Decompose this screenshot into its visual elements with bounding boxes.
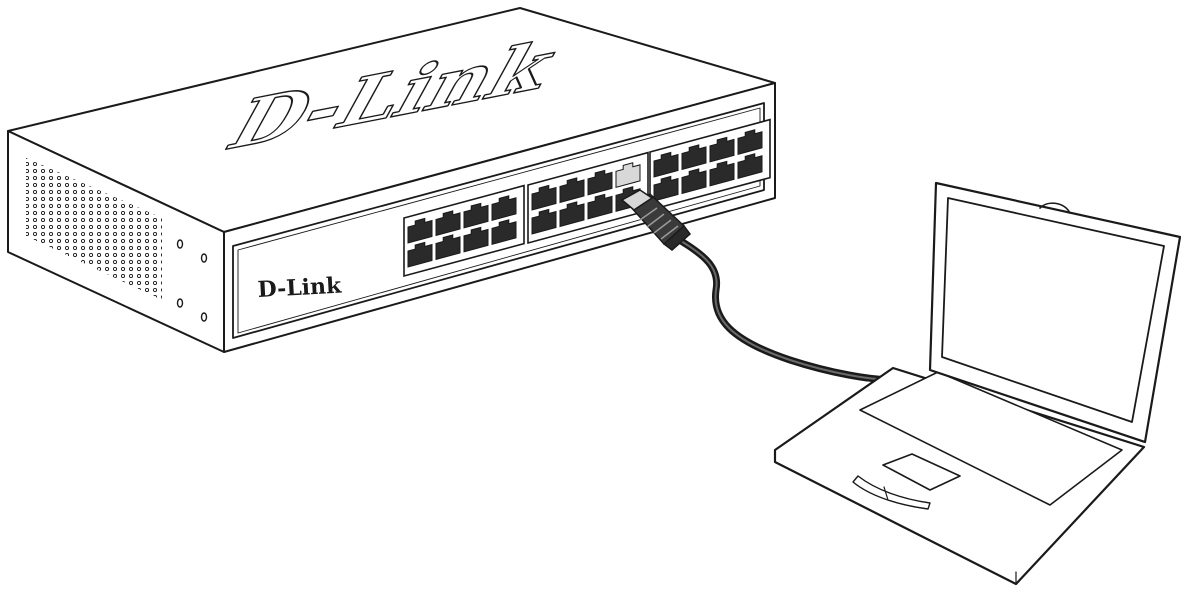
touchpad [882,453,961,491]
ethernet-port [407,217,433,244]
port-groups [403,118,771,278]
ethernet-port [407,241,433,268]
port-group-1 [403,184,525,278]
ethernet-port [737,129,763,155]
ethernet-port [559,201,585,228]
ethernet-port [559,177,585,204]
laptop [773,181,1182,586]
connected-port [615,162,641,188]
switch-front-bezel [232,102,765,339]
ethernet-port [709,160,735,187]
ethernet-port [531,208,557,235]
ethernet-port [709,136,735,163]
ethernet-port [681,168,707,195]
laptop-screen [941,197,1165,423]
port-group-3 [649,118,771,212]
ethernet-port [435,210,461,237]
ethernet-port [531,184,557,211]
ethernet-port [463,202,489,229]
keyboard-area [859,371,1123,506]
ethernet-port [435,234,461,261]
ethernet-port [737,153,763,179]
front-logo: D-Link [257,273,343,303]
ethernet-port [681,144,707,171]
ethernet-port [463,226,489,253]
ethernet-port [587,169,613,196]
side-screws [176,239,208,322]
ethernet-port [491,219,517,245]
ethernet-port [587,193,613,220]
ethernet-port [653,175,679,202]
touchpad-button [852,475,931,510]
ethernet-port [653,151,679,178]
port-group-2 [527,151,649,245]
ethernet-port [491,195,517,221]
cable-plug [620,189,692,251]
ethernet-cable [620,189,899,384]
